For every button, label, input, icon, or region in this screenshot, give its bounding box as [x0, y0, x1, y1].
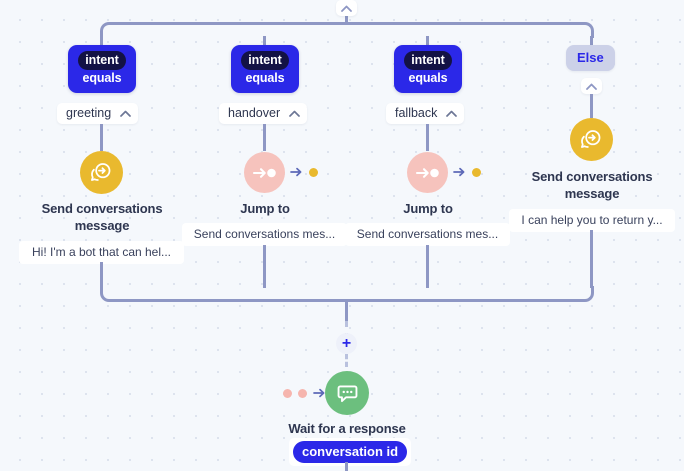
node-subtitle-else: I can help you to return y...: [509, 209, 675, 232]
value-text: greeting: [66, 106, 112, 121]
condition-key: intent: [241, 50, 289, 71]
chevron-up-icon: [586, 83, 597, 90]
else-label: Else: [577, 50, 604, 65]
branch-fallback-line-mid: [426, 124, 429, 151]
condition-operator: equals: [245, 71, 285, 86]
branch-handover-line-bottom: [263, 245, 266, 288]
branch-handover-condition[interactable]: intent equals: [231, 45, 299, 93]
send-message-icon: [581, 130, 601, 148]
branch-fallback-line-bottom: [426, 245, 429, 288]
branch-handover-line-top: [263, 36, 266, 46]
condition-key: intent: [78, 50, 126, 71]
send-message-icon: [91, 163, 111, 181]
add-step-button[interactable]: +: [336, 333, 357, 354]
node-title-greeting: Send conversations message: [41, 201, 163, 233]
adornment-dot: [472, 167, 481, 177]
node-adornment-handover: [290, 167, 318, 177]
condition-operator: equals: [82, 71, 122, 86]
arrow-right-icon: [290, 167, 302, 177]
node-subtitle-greeting: Hi! I'm a bot that can hel...: [19, 241, 184, 264]
chevron-up-icon: [446, 110, 458, 117]
jump-to-icon: [415, 167, 439, 178]
chevron-up-icon: [120, 110, 132, 117]
merge-trunk-line: [345, 300, 348, 321]
node-title-else: Send conversations message: [531, 169, 653, 201]
node-send-conversations-message-else[interactable]: [570, 118, 613, 161]
top-collapse-button[interactable]: [336, 0, 357, 16]
node-adornment-fallback: [453, 167, 481, 177]
wait-node-line-bottom: [345, 462, 348, 471]
branch-handover-value-select[interactable]: handover: [219, 103, 308, 124]
condition-key: intent: [404, 50, 452, 71]
chevron-up-icon: [341, 5, 352, 12]
conversation-id-tag[interactable]: conversation id: [293, 441, 408, 463]
branch-greeting-value-select[interactable]: greeting: [57, 103, 139, 124]
adornment-dot: [309, 167, 318, 177]
branch-handover-line-mid: [263, 124, 266, 151]
branch-greeting-line-mid: [100, 124, 103, 151]
branch-fallback-value-select[interactable]: fallback: [386, 103, 465, 124]
branch-else-condition[interactable]: Else: [566, 45, 615, 71]
arrow-right-icon: [313, 388, 325, 398]
branch-else-line-mid: [590, 94, 593, 118]
wait-node-adornment: [283, 388, 326, 398]
branch-fallback-line-top: [426, 36, 429, 46]
branch-else-line-top: [590, 36, 593, 46]
node-jump-to-handover[interactable]: [244, 152, 285, 193]
jump-to-icon: [252, 167, 276, 178]
node-jump-to-fallback[interactable]: [407, 152, 448, 193]
condition-operator: equals: [408, 71, 448, 86]
node-title-fallback: Jump to: [403, 201, 453, 216]
branch-greeting-line-bottom: [100, 262, 103, 288]
adornment-dot: [298, 388, 307, 398]
chevron-up-icon: [289, 110, 300, 117]
node-send-conversations-message-greeting[interactable]: [80, 151, 123, 194]
branch-else-line-bottom: [590, 230, 593, 288]
branch-fallback-condition[interactable]: intent equals: [394, 45, 462, 93]
branch-bus-top: [100, 22, 594, 38]
value-text: fallback: [395, 106, 438, 121]
adornment-dot: [283, 388, 292, 398]
wait-node-tag-wrap: conversation id: [289, 438, 412, 466]
branch-greeting-line-top: [100, 36, 103, 46]
add-step-dashed-line-lower: [345, 354, 348, 367]
node-wait-for-a-response[interactable]: [325, 371, 369, 415]
node-subtitle-handover: Send conversations mes...: [182, 223, 347, 246]
node-subtitle-fallback: Send conversations mes...: [345, 223, 510, 246]
value-text: handover: [228, 106, 281, 121]
node-title-handover: Jump to: [240, 201, 290, 216]
add-step-dashed-line: [345, 321, 348, 339]
node-title-wait-for-a-response: Wait for a response: [288, 421, 406, 436]
branch-else-collapse-button[interactable]: [581, 78, 602, 94]
branch-greeting-condition[interactable]: intent equals: [68, 45, 136, 93]
arrow-right-icon: [453, 167, 465, 177]
chat-bubble-icon: [337, 384, 357, 402]
plus-icon: +: [341, 334, 352, 352]
